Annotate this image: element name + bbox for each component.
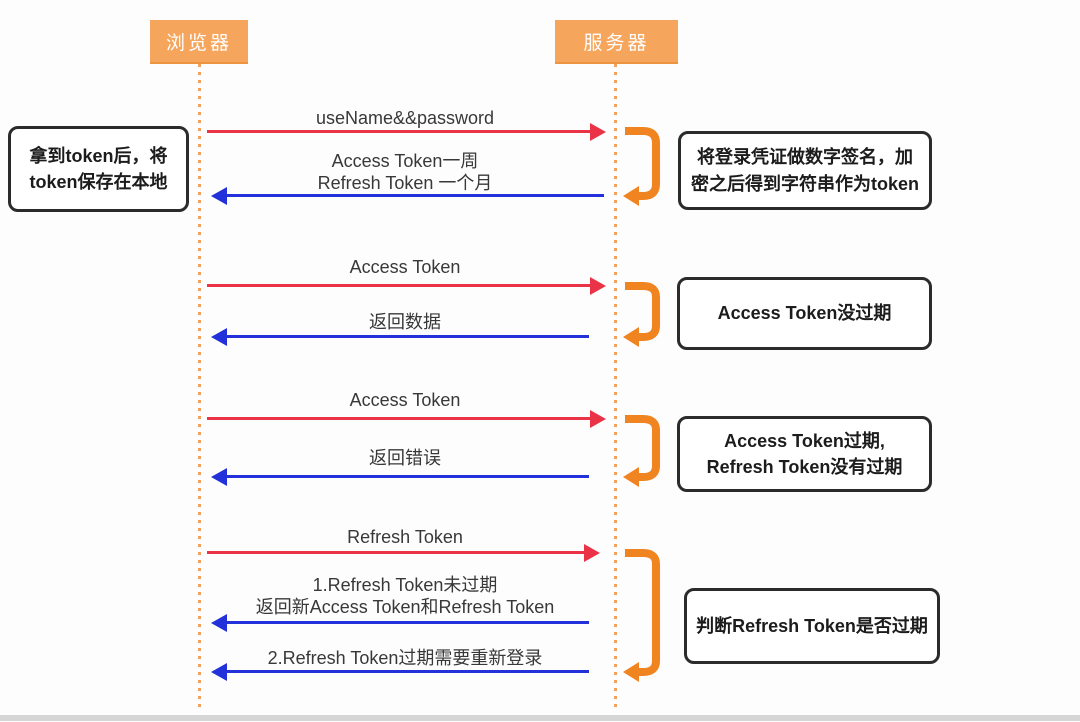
message-line: 返回错误 bbox=[369, 448, 441, 468]
message-label-return-data: 返回数据 bbox=[207, 311, 603, 333]
server-self-loop-icon-4 bbox=[621, 548, 665, 686]
server-self-loop-icon-2 bbox=[621, 281, 665, 351]
server-self-loop-icon-1 bbox=[621, 126, 665, 210]
message-label-refresh-token: Refresh Token bbox=[207, 526, 603, 548]
message-label-username-password: useName&&password bbox=[207, 107, 603, 129]
response-arrow-3 bbox=[226, 475, 589, 478]
message-label-refresh-valid: 1.Refresh Token未过期 返回新Access Token和Refre… bbox=[207, 574, 603, 618]
response-arrow-5 bbox=[226, 670, 589, 673]
request-arrow-2 bbox=[207, 284, 591, 287]
message-line: 返回新Access Token和Refresh Token bbox=[255, 597, 555, 617]
message-line: Refresh Token bbox=[347, 527, 463, 547]
message-label-return-error: 返回错误 bbox=[207, 447, 603, 469]
message-label-refresh-expired: 2.Refresh Token过期需要重新登录 bbox=[207, 647, 603, 669]
server-lifeline bbox=[614, 64, 617, 708]
response-arrow-4 bbox=[226, 621, 589, 624]
actor-server: 服务器 bbox=[555, 20, 678, 64]
note-server-token-valid: Access Token没过期 bbox=[677, 277, 932, 350]
browser-lifeline bbox=[198, 64, 201, 708]
note-line: Access Token没过期 bbox=[717, 303, 892, 324]
note-server-check-refresh: 判断Refresh Token是否过期 bbox=[684, 588, 940, 664]
actor-browser: 浏览器 bbox=[150, 20, 248, 64]
request-arrow-4 bbox=[207, 551, 585, 554]
note-line: 密之后得到字符串作为token bbox=[690, 173, 919, 194]
message-line: Access Token bbox=[349, 390, 461, 410]
message-line: 2.Refresh Token过期需要重新登录 bbox=[267, 648, 543, 668]
message-line: Access Token bbox=[349, 257, 461, 277]
message-line: useName&&password bbox=[315, 108, 495, 128]
message-line: Access Token一周 bbox=[331, 151, 479, 171]
note-line: Refresh Token没有过期 bbox=[706, 457, 903, 477]
note-line: 判断Refresh Token是否过期 bbox=[696, 615, 928, 636]
note-browser-save-token: 拿到token后，将 token保存在本地 bbox=[8, 126, 189, 212]
response-arrow-2 bbox=[226, 335, 589, 338]
note-line: 将登录凭证做数字签名，加 bbox=[697, 147, 913, 168]
response-arrow-1 bbox=[226, 194, 604, 197]
request-arrow-3 bbox=[207, 417, 591, 420]
message-label-token-issued: Access Token一周 Refresh Token 一个月 bbox=[207, 150, 603, 194]
note-line: token保存在本地 bbox=[29, 172, 168, 192]
footer-divider bbox=[0, 715, 1080, 721]
server-self-loop-icon-3 bbox=[621, 414, 665, 491]
message-line: 返回数据 bbox=[369, 312, 441, 332]
note-server-sign-token: 将登录凭证做数字签名，加 密之后得到字符串作为token bbox=[678, 131, 932, 210]
note-line: 拿到token后，将 bbox=[29, 145, 168, 166]
message-line: 1.Refresh Token未过期 bbox=[312, 575, 498, 595]
note-server-access-expired: Access Token过期, Refresh Token没有过期 bbox=[677, 416, 932, 492]
request-arrow-1 bbox=[207, 130, 591, 133]
message-line: Refresh Token 一个月 bbox=[317, 173, 493, 193]
message-label-access-token-1: Access Token bbox=[207, 256, 603, 278]
note-line: Access Token过期, bbox=[724, 430, 885, 451]
message-label-access-token-2: Access Token bbox=[207, 389, 603, 411]
